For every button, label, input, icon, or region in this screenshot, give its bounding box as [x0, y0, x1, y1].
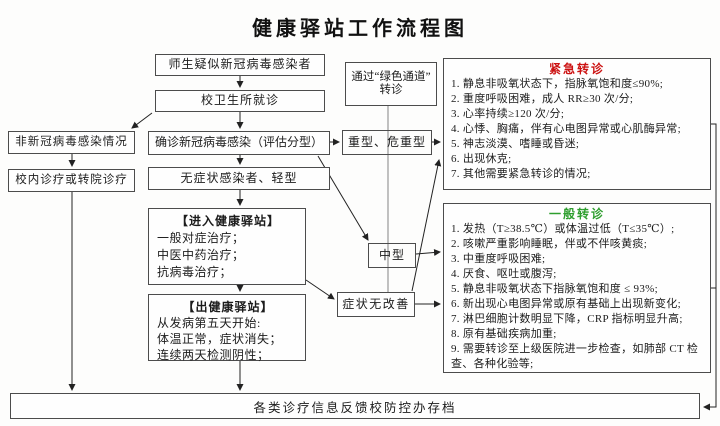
- enter-station-line: 抗病毒治疗；: [157, 265, 233, 279]
- exit-station-line: 连续两天检测阴性；: [157, 348, 270, 362]
- flow-box-non-covid: 非新冠病毒感染情况: [8, 131, 135, 154]
- referral-item: 1. 静息非吸氧状态下，指脉氧饱和度≤90%;: [451, 78, 664, 90]
- emergency-referral-title: 紧急转诊: [548, 62, 605, 76]
- general-referral-panel: 一般转诊 1. 发热（T≥38.5℃）或体温过低（T≤35℃）; 2. 咳嗽严重…: [443, 203, 711, 373]
- green-channel-line2: 转诊: [379, 84, 403, 96]
- referral-item: 6. 出现休克;: [451, 153, 512, 165]
- referral-item: 1. 发热（T≥38.5℃）或体温过低（T≤35℃）;: [451, 223, 675, 235]
- referral-item: 3. 心率持续≥120 次/分;: [451, 108, 565, 120]
- page-title: 健康驿站工作流程图: [252, 18, 468, 40]
- enter-station-line: 中医中药治疗；: [157, 248, 245, 262]
- flow-box-enter-station: 【进入健康驿站】 一般对症治疗； 中医中药治疗； 抗病毒治疗；: [148, 208, 306, 285]
- general-referral-title: 一般转诊: [548, 207, 605, 221]
- flow-box-medium: 中型: [368, 243, 416, 268]
- green-channel-line1: 通过“绿色通道”: [351, 70, 431, 83]
- referral-item: 4. 厌食、呕吐或腹泻;: [451, 268, 557, 280]
- exit-station-line: 体温正常，症状消失；: [157, 332, 283, 346]
- referral-item: 7. 淋巴细胞计数明显下降，CRP 指标明显升高;: [451, 313, 683, 325]
- enter-station-line: 一般对症治疗；: [157, 231, 245, 245]
- referral-item: 6. 新出现心电图异常或原有基础上出现新变化;: [451, 298, 681, 310]
- flow-box-confirmed: 确诊新冠病毒感染（评估分型）: [148, 131, 330, 155]
- referral-item: 2. 重度呼吸困难，成人 RR≥30 次/分;: [451, 93, 634, 105]
- exit-station-title: 【出健康驿站】: [182, 300, 274, 314]
- flow-box-campus-treat: 校内诊疗或转院诊疗: [8, 169, 135, 192]
- exit-station-line: 从发病第五天开始:: [157, 316, 261, 330]
- referral-item: 5. 神志淡漠、嗜睡或昏迷;: [451, 138, 580, 150]
- referral-item: 9. 需要转诊至上级医院进一步检查，如肺部 CT 检查、各种化验等;: [451, 343, 699, 370]
- flow-box-green-channel: 通过“绿色通道” 转诊: [345, 62, 437, 106]
- flow-box-archive: 各类诊疗信息反馈校防控办存档: [10, 393, 700, 419]
- referral-item: 4. 心悸、胸痛，伴有心电图异常或心肌酶异常;: [451, 123, 681, 135]
- enter-station-title: 【进入健康驿站】: [175, 214, 280, 228]
- flow-box-asymptomatic: 无症状感染者、轻型: [148, 167, 330, 190]
- referral-item: 7. 其他需要紧急转诊的情况;: [451, 168, 591, 180]
- flow-box-severe: 重型、危重型: [342, 130, 432, 155]
- flow-box-exit-station: 【出健康驿站】 从发病第五天开始: 体温正常，症状消失； 连续两天检测阴性；: [148, 294, 306, 362]
- flow-box-clinic: 校卫生所就诊: [155, 90, 325, 112]
- emergency-referral-panel: 紧急转诊 1. 静息非吸氧状态下，指脉氧饱和度≤90%; 2. 重度呼吸困难，成…: [443, 58, 711, 190]
- referral-item: 3. 中重度呼吸困难;: [451, 253, 546, 265]
- referral-item: 8. 原有基础疾病加重;: [451, 328, 557, 340]
- flow-box-suspect: 师生疑似新冠病毒感染者: [155, 54, 325, 76]
- referral-item: 5. 静息非吸氧状态下指脉氧饱和度 ≤ 93%;: [451, 283, 658, 295]
- flow-box-no-improve: 症状无改善: [337, 292, 415, 317]
- referral-item: 2. 咳嗽严重影响睡眠，伴或不伴咳黄痰;: [451, 238, 648, 250]
